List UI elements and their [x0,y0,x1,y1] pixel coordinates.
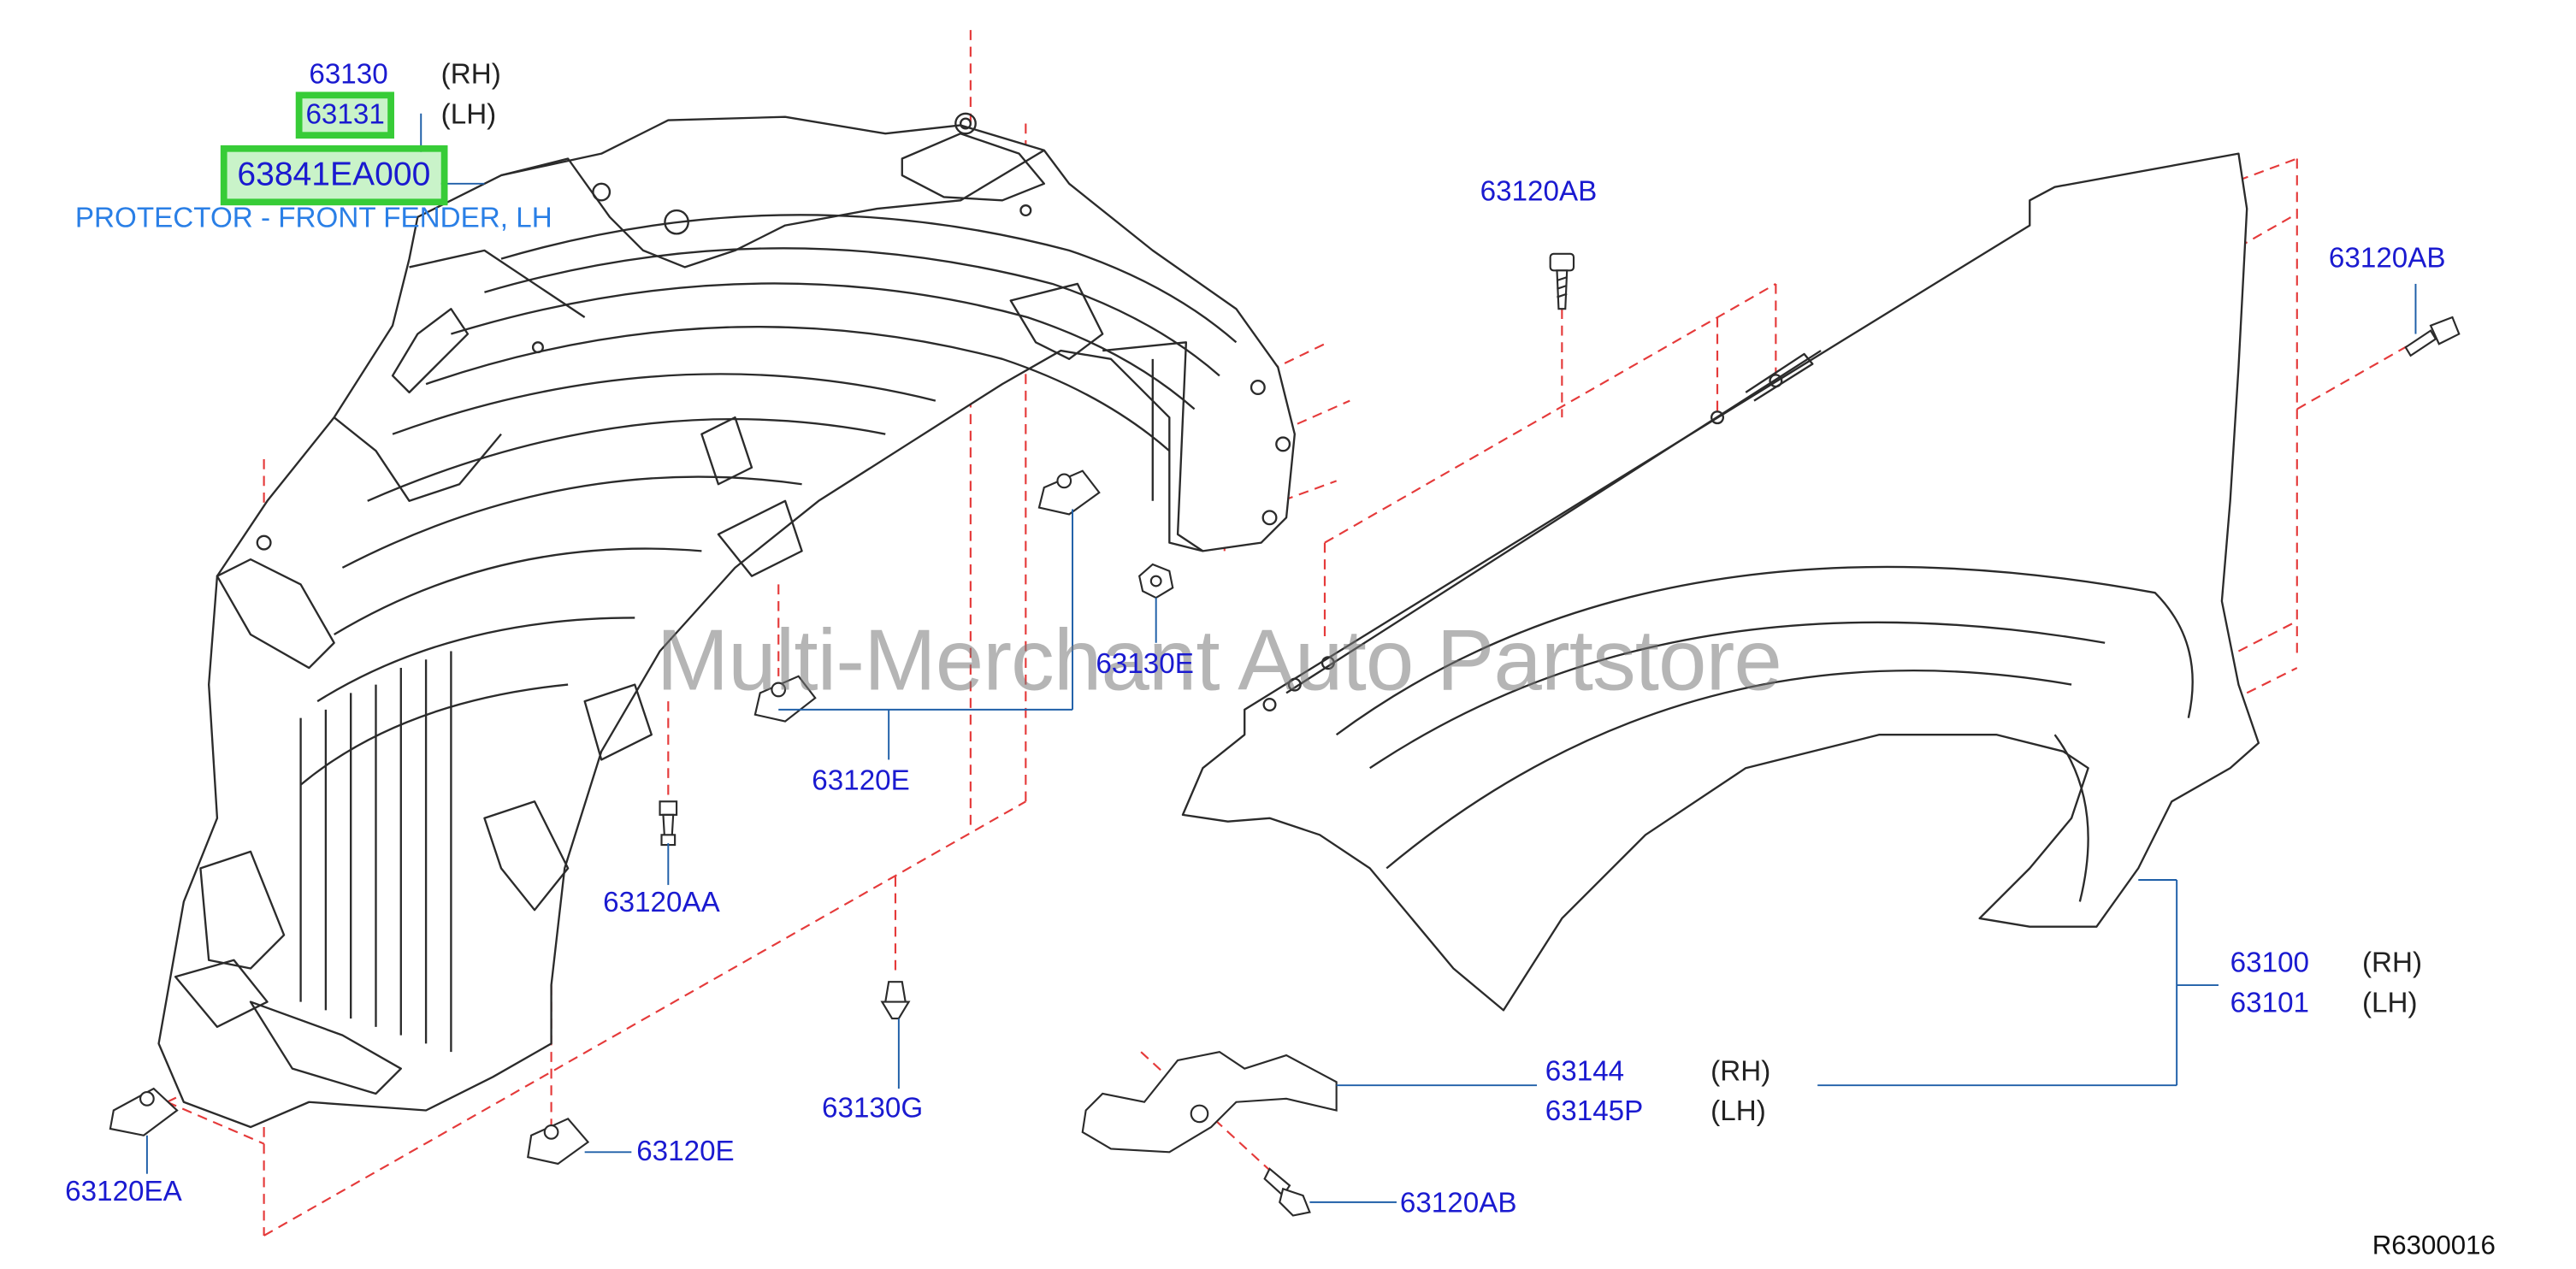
part-number-63120E-bottom[interactable]: 63120E [636,1135,735,1167]
side-rh-63130: (RH) [440,58,501,91]
part-number-63130E[interactable]: 63130E [1096,647,1194,680]
part-number-63130G[interactable]: 63130G [822,1092,924,1124]
part-number-63120AB-right[interactable]: 63120AB [2328,242,2446,274]
bracket-63144 [1081,1051,1338,1154]
part-number-63120E-mid[interactable]: 63120E [812,764,910,797]
clip-63120EA [109,1087,179,1136]
clip-63120E-bottom [527,1117,590,1166]
watermark-text: Multi-Merchant Auto Partstore [656,612,1782,710]
part-number-63101[interactable]: 63101 [2230,987,2310,1019]
clip-63120E-upper [1037,469,1101,516]
side-lh-63131: (LH) [440,98,497,131]
part-number-63131[interactable]: 63131 [295,91,395,139]
part-number-63145P[interactable]: 63145P [1545,1095,1644,1128]
clip-63130G [880,981,911,1020]
bolt-63120AB-right [2404,316,2461,357]
part-number-63144[interactable]: 63144 [1545,1055,1625,1088]
diagram-reference-code: R6300016 [2372,1232,2496,1261]
screw-63120AA [659,800,678,847]
bolt-63120AB-top [1549,252,1575,310]
bolt-63120AB-bottom [1263,1167,1311,1217]
part-number-63120AB-bottom[interactable]: 63120AB [1399,1187,1517,1219]
part-number-63120EA[interactable]: 63120EA [65,1175,182,1207]
part-number-63100[interactable]: 63100 [2230,947,2310,979]
clip-63130E [1137,563,1174,599]
side-rh-63144: (RH) [1710,1055,1771,1088]
part-number-63130[interactable]: 63130 [309,58,388,91]
part-number-63120AA[interactable]: 63120AA [603,886,720,918]
side-rh-63100: (RH) [2361,947,2423,979]
fasteners [109,252,2461,1217]
side-lh-63145P: (LH) [1710,1095,1766,1128]
part-number-63120AB-top[interactable]: 63120AB [1480,175,1598,208]
front-fender-drawing [1181,152,2260,1012]
part-number-63841EA000[interactable]: 63841EA000 [220,145,447,206]
part-description: PROTECTOR - FRONT FENDER, LH [74,202,552,234]
side-lh-63101: (LH) [2361,987,2418,1019]
fender-protector-drawing [157,112,1296,1129]
